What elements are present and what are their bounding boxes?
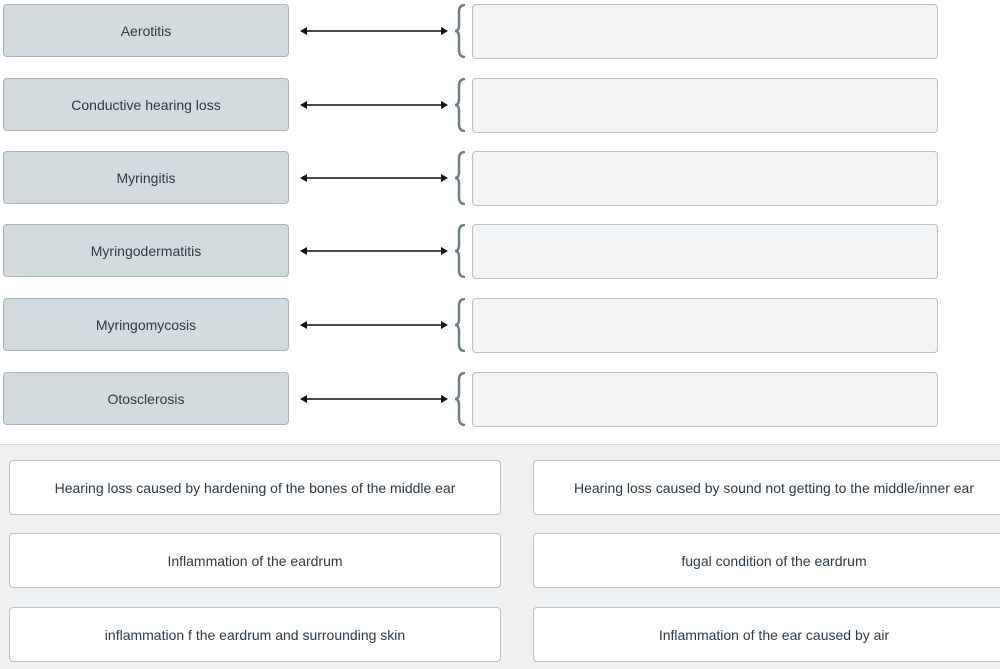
double-arrow-icon bbox=[300, 27, 448, 35]
brace-icon bbox=[454, 298, 466, 352]
brace-icon bbox=[454, 78, 466, 132]
term-box: Myringitis bbox=[3, 151, 289, 204]
match-row: Myringodermatitis bbox=[0, 224, 1000, 280]
drop-zone[interactable] bbox=[472, 78, 938, 133]
brace-icon bbox=[454, 4, 466, 58]
term-box: Conductive hearing loss bbox=[3, 78, 289, 131]
answer-option[interactable]: Inflammation of the eardrum bbox=[9, 533, 501, 588]
brace-icon bbox=[454, 224, 466, 278]
matching-area: Aerotitis Conductive hearing loss Myring… bbox=[0, 4, 1000, 428]
match-row: Otosclerosis bbox=[0, 372, 1000, 428]
double-arrow-icon bbox=[300, 247, 448, 255]
match-row: Conductive hearing loss bbox=[0, 78, 1000, 134]
term-box: Myringomycosis bbox=[3, 298, 289, 351]
double-arrow-icon bbox=[300, 395, 448, 403]
answer-option[interactable]: Inflammation of the ear caused by air bbox=[533, 607, 1000, 662]
answer-option[interactable]: fugal condition of the eardrum bbox=[533, 533, 1000, 588]
drop-zone[interactable] bbox=[472, 372, 938, 427]
double-arrow-icon bbox=[300, 101, 448, 109]
match-row: Myringitis bbox=[0, 151, 1000, 207]
term-box: Otosclerosis bbox=[3, 372, 289, 425]
answer-bank: Hearing loss caused by hardening of the … bbox=[0, 444, 1000, 669]
term-box: Aerotitis bbox=[3, 4, 289, 57]
answer-option[interactable]: Hearing loss caused by sound not getting… bbox=[533, 460, 1000, 515]
answer-option[interactable]: Hearing loss caused by hardening of the … bbox=[9, 460, 501, 515]
double-arrow-icon bbox=[300, 321, 448, 329]
brace-icon bbox=[454, 151, 466, 205]
answer-option[interactable]: inflammation f the eardrum and surroundi… bbox=[9, 607, 501, 662]
brace-icon bbox=[454, 372, 466, 426]
term-box: Myringodermatitis bbox=[3, 224, 289, 277]
match-row: Myringomycosis bbox=[0, 298, 1000, 354]
double-arrow-icon bbox=[300, 174, 448, 182]
match-row: Aerotitis bbox=[0, 4, 1000, 60]
drop-zone[interactable] bbox=[472, 224, 938, 279]
drop-zone[interactable] bbox=[472, 298, 938, 353]
drop-zone[interactable] bbox=[472, 4, 938, 59]
drop-zone[interactable] bbox=[472, 151, 938, 206]
